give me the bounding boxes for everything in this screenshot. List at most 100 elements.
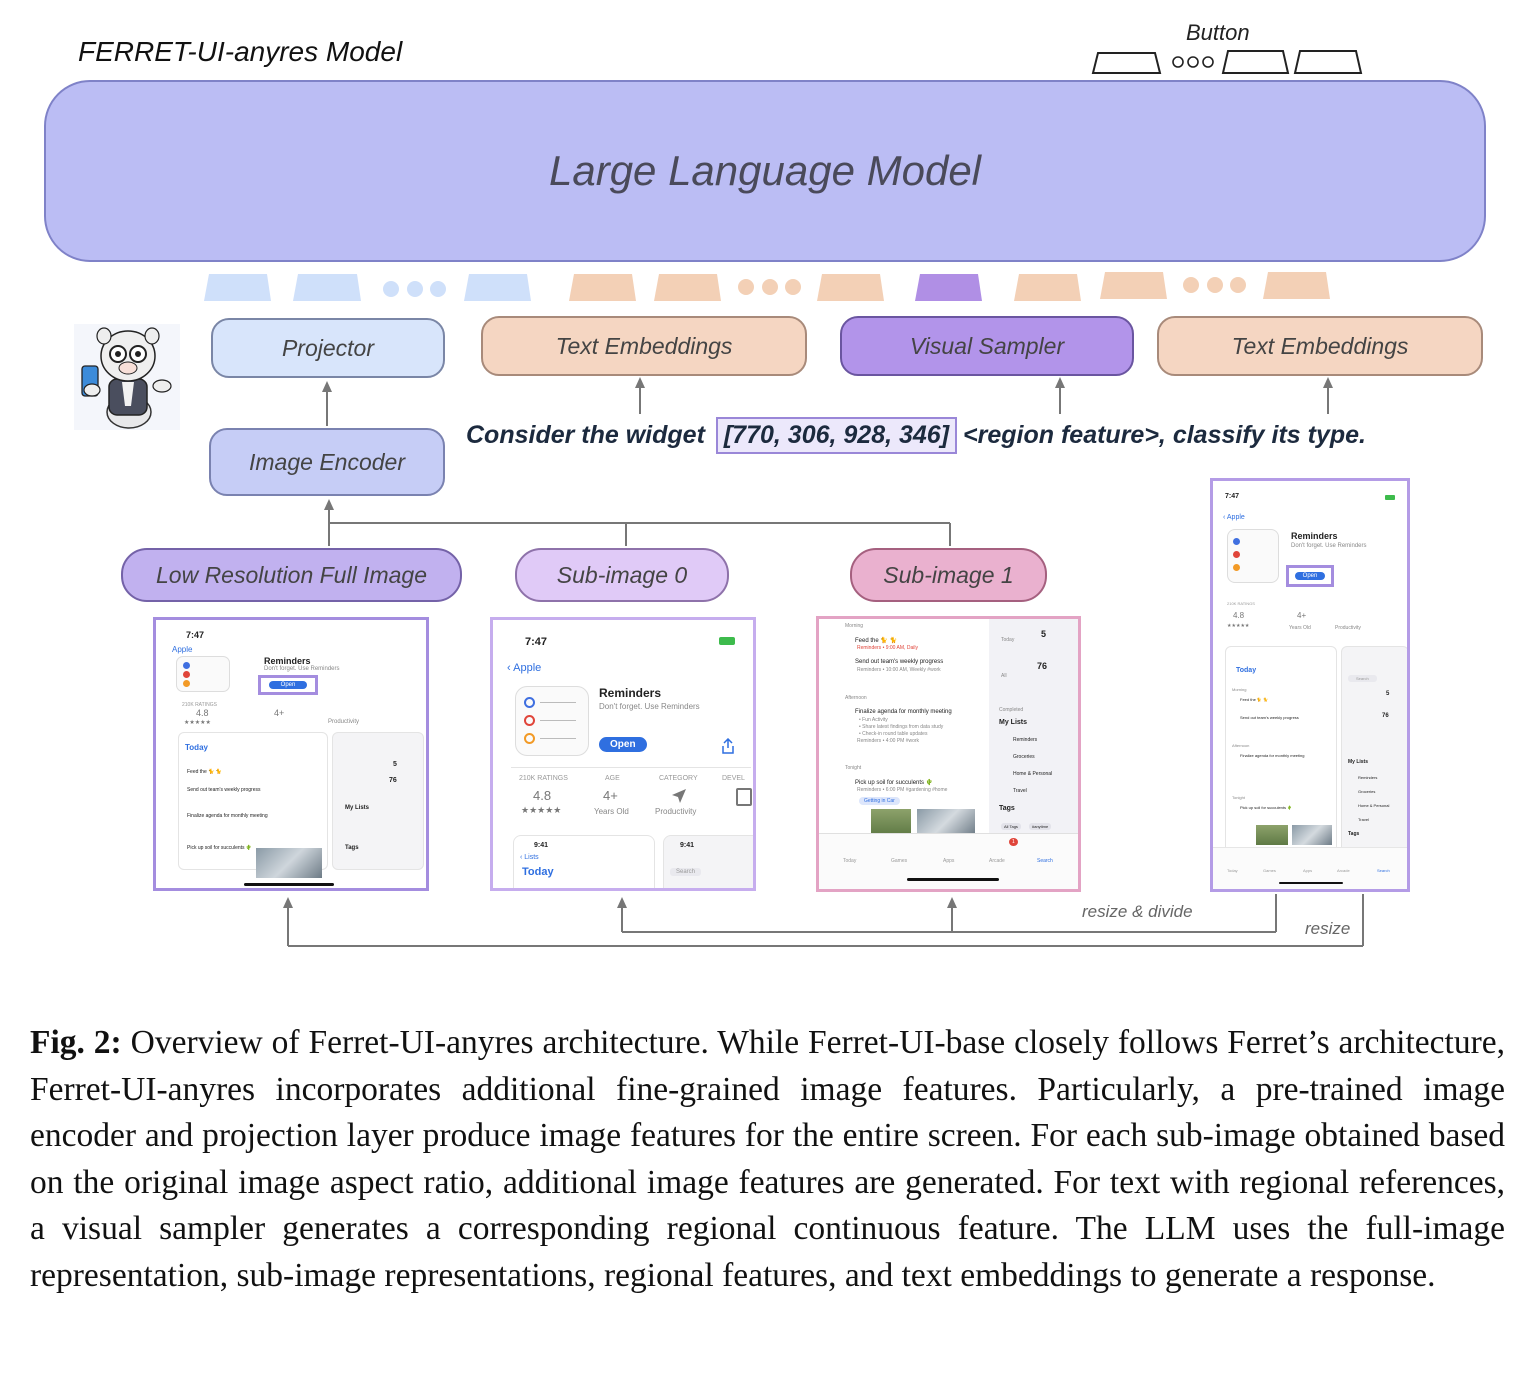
battery-icon xyxy=(1385,495,1395,500)
pick-item: Pick up soil for succulents 🌵 xyxy=(855,780,934,786)
text-tokens xyxy=(569,272,1330,301)
navigation-arrow-icon xyxy=(672,789,686,803)
feed-item: Feed the 🐈 🐈 xyxy=(855,638,897,644)
sub-image-0-screenshot: 7:47 ‹ Apple Reminders Don't forget. Use… xyxy=(490,617,756,891)
open-button[interactable]: Open xyxy=(268,681,308,689)
age-sub: Years Old xyxy=(594,807,629,816)
rating-value: 4.8 xyxy=(1233,611,1245,620)
embedded-lists: 5 76 My Lists Tags xyxy=(332,732,424,870)
rating-stars: ★★★★★ xyxy=(184,720,211,726)
tab-today[interactable]: Today xyxy=(843,858,857,864)
tab-games[interactable]: Games xyxy=(1263,868,1276,873)
app-icon xyxy=(176,656,230,692)
region-token xyxy=(915,274,982,301)
succulent-photo xyxy=(871,809,911,835)
tab-apps[interactable]: Apps xyxy=(1303,868,1313,873)
model-title: FERRET-UI-anyres Model xyxy=(78,36,403,67)
low-res-full-image-label: Low Resolution Full Image xyxy=(121,548,462,602)
tab-bar: Today Games Apps Arcade Search xyxy=(1213,847,1407,889)
image-token xyxy=(464,274,531,301)
home-indicator xyxy=(907,878,999,881)
low-res-full-screenshot: 7:47 Apple Reminders Don't forget. Use R… xyxy=(153,617,429,891)
text-token xyxy=(1100,272,1167,299)
list-groceries: Groceries xyxy=(1013,754,1035,760)
tab-arcade[interactable]: Arcade xyxy=(989,858,1005,864)
preview-card-2: 9:41 Search xyxy=(663,835,753,888)
tab-apps[interactable]: Apps xyxy=(943,858,955,864)
app-subtitle: Don't forget. Use Reminders xyxy=(599,702,700,711)
arrowheads xyxy=(283,377,1333,908)
my-lists-title: My Lists xyxy=(999,719,1028,726)
image-encoder-box: Image Encoder xyxy=(209,428,445,496)
open-button[interactable]: Open xyxy=(1294,572,1326,580)
caption-label: Fig. 2: xyxy=(30,1024,122,1061)
lists-today: Today xyxy=(1001,637,1015,643)
open-button-highlight: Open xyxy=(258,675,318,695)
tag-anytime: #anytime xyxy=(1029,823,1052,830)
back-link[interactable]: ‹ Apple xyxy=(1223,514,1245,521)
query-suffix: <region feature>, classify its type. xyxy=(963,421,1366,449)
category-value: Productivity xyxy=(655,807,697,816)
sub-image-0-label: Sub-image 0 xyxy=(515,548,729,602)
query-text: Consider the widget [770, 306, 928, 346]… xyxy=(466,417,1366,454)
age-value: 4+ xyxy=(1297,611,1307,620)
tab-arcade[interactable]: Arcade xyxy=(1337,868,1350,873)
resize-divide-label: resize & divide xyxy=(1082,902,1193,921)
tab-search[interactable]: Search xyxy=(1037,858,1053,864)
status-time: 7:47 xyxy=(525,636,548,648)
output-dots xyxy=(1172,56,1214,68)
morning-section: Morning xyxy=(845,623,864,629)
embedded-list-reminders: Reminders xyxy=(1358,775,1378,780)
embedded-count-5: 5 xyxy=(393,761,397,768)
output-tokens xyxy=(1091,50,1363,74)
tab-search[interactable]: Search xyxy=(1377,868,1390,873)
home-indicator xyxy=(244,883,334,886)
category-header: CATEGORY xyxy=(659,775,698,782)
original-screenshot: 7:47 ‹ Apple Reminders Don't forget. Use… xyxy=(1210,478,1410,892)
embedded-pick: Pick up soil for succulents 🌵 xyxy=(187,845,253,851)
tab-today[interactable]: Today xyxy=(1227,868,1238,873)
query-prefix: Consider the widget xyxy=(466,421,705,449)
projector-box: Projector xyxy=(211,318,445,378)
share-icon[interactable] xyxy=(721,738,735,754)
lists-all: All xyxy=(1001,673,1007,679)
home-indicator xyxy=(1279,882,1343,884)
open-button-highlight: Open xyxy=(1286,565,1334,587)
llm-block: Large Language Model xyxy=(44,80,1486,262)
embedded-count-76: 76 xyxy=(389,777,397,784)
embedded-feed: Feed the 🐈 🐈 xyxy=(187,769,222,775)
open-button[interactable]: Open xyxy=(599,737,647,752)
arcade-badge: 1 xyxy=(1009,838,1018,846)
tab-games[interactable]: Games xyxy=(891,858,908,864)
app-subtitle: Don't forget. Use Reminders xyxy=(264,666,340,672)
stones-photo xyxy=(917,809,975,835)
figure-caption: Fig. 2: Overview of Ferret-UI-anyres arc… xyxy=(30,1020,1505,1299)
finalize-sub-4: Reminders • 4:00 PM #work xyxy=(857,738,920,744)
back-link[interactable]: ‹ Apple xyxy=(507,662,542,674)
embedded-tags: Tags xyxy=(345,845,359,851)
app-name: Reminders xyxy=(599,686,662,700)
battery-icon xyxy=(719,637,735,645)
list-reminders: Reminders xyxy=(1013,737,1038,743)
ratings-header: 210K RATINGS xyxy=(519,775,568,782)
embedded-finalize: Finalize agenda for monthly meeting xyxy=(187,813,268,819)
text-token xyxy=(1263,272,1330,299)
output-label: Button xyxy=(1186,20,1250,45)
developer-header: DEVEL xyxy=(722,775,745,782)
embedded-pick: Pick up soil for succulents 🌵 xyxy=(1240,805,1293,810)
finalize-sub-1: • Fun Activity xyxy=(859,717,888,723)
count-76: 76 xyxy=(1037,661,1048,671)
text-token xyxy=(654,274,721,301)
app-icon xyxy=(515,686,589,756)
embedded-my-lists: My Lists xyxy=(1348,759,1369,765)
embedded-today: Today xyxy=(1236,667,1257,674)
text-token xyxy=(817,274,884,301)
caption-text: Overview of Ferret-UI-anyres architectur… xyxy=(30,1024,1505,1294)
category-value: Productivity xyxy=(328,719,360,725)
tags-title: Tags xyxy=(999,805,1015,812)
embedded-tonight: Tonight xyxy=(1232,795,1245,800)
image-tokens xyxy=(204,274,531,301)
embedded-my-lists: My Lists xyxy=(345,805,370,811)
embedded-succulent xyxy=(1256,825,1288,845)
rating-stars: ★★★★★ xyxy=(521,805,562,815)
